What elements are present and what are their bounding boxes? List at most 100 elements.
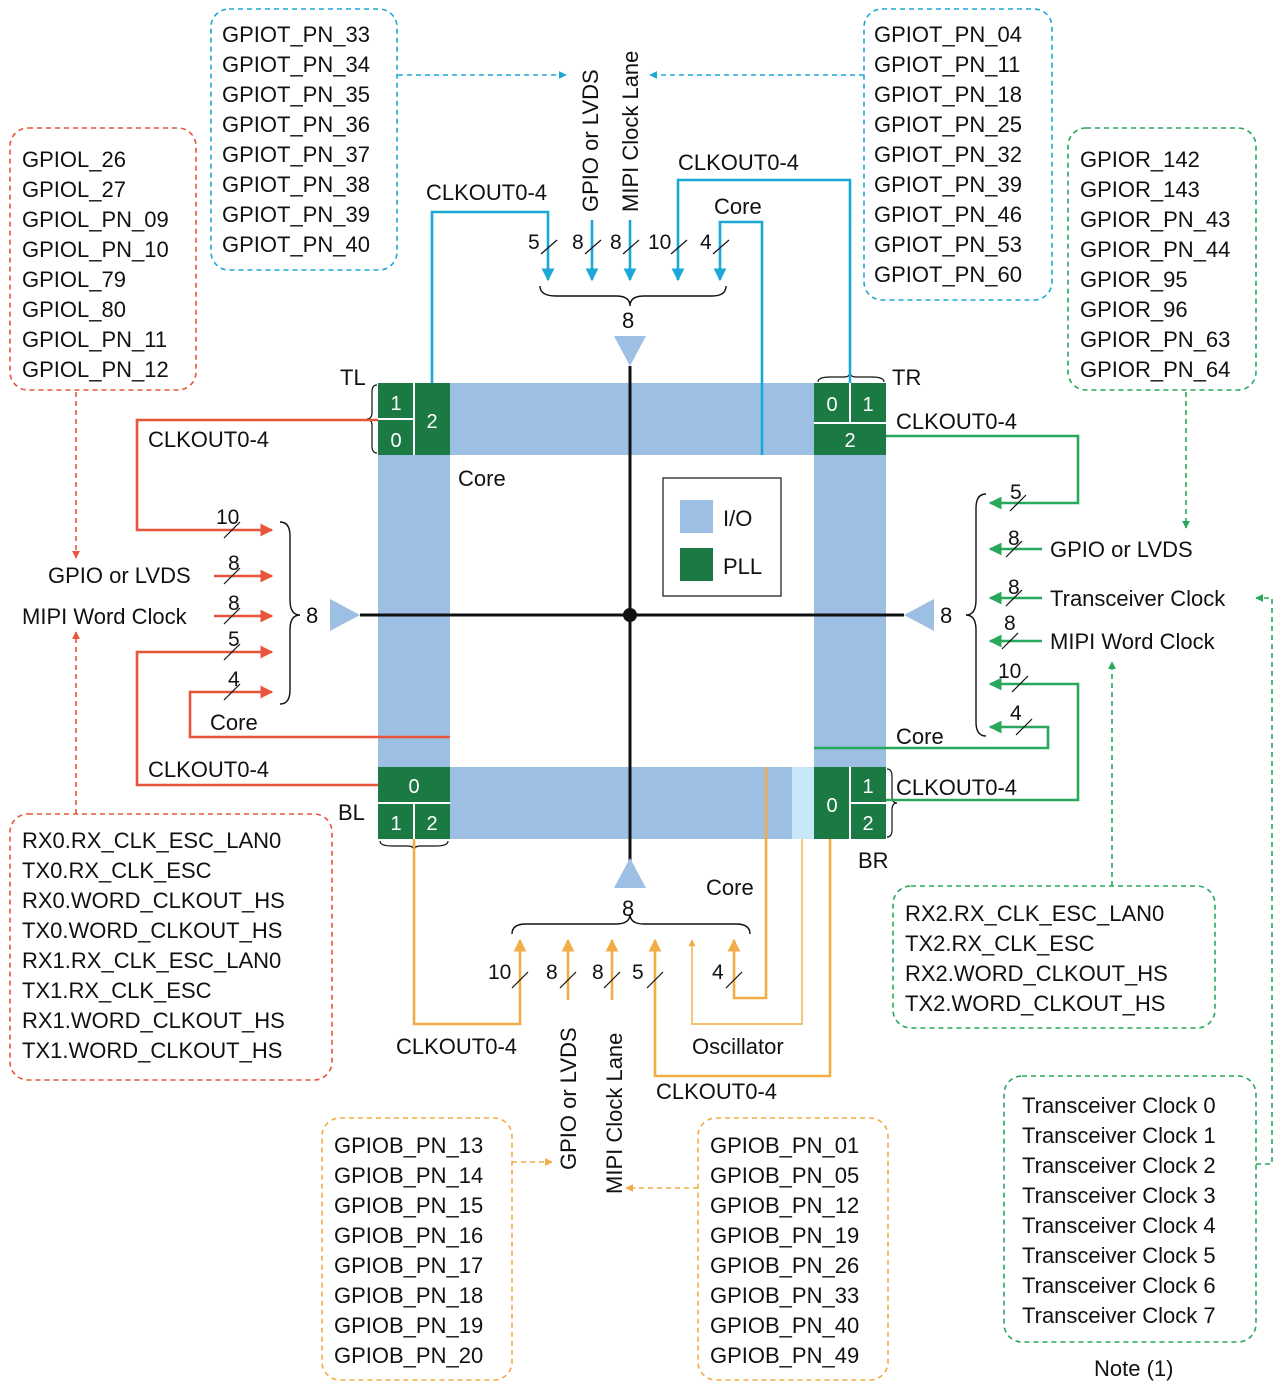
right-mipi-1: TX2.RX_CLK_ESC [905, 931, 1095, 956]
bottom-core-label: Core [706, 875, 754, 900]
right-mipi-3: TX2.WORD_CLKOUT_HS [905, 991, 1165, 1016]
pll-tr-cell-0: 0 [826, 394, 837, 416]
left-width-clkout-b: 5 [228, 628, 240, 651]
top-gpio-label: GPIO or LVDS [578, 69, 603, 212]
top-pin-right-6: GPIOT_PN_46 [874, 202, 1022, 227]
left-pin-6: GPIOL_PN_11 [22, 327, 167, 352]
bottom-pin-left-3: GPIOB_PN_16 [334, 1223, 483, 1248]
bottom-pin-right-4: GPIOB_PN_26 [710, 1253, 859, 1278]
top-pin-right-5: GPIOT_PN_39 [874, 172, 1022, 197]
left-mipi-1: TX0.RX_CLK_ESC [22, 858, 212, 883]
bottom-pin-left-5: GPIOB_PN_18 [334, 1283, 483, 1308]
io-bank-right [814, 383, 886, 839]
bottom-width-mipi: 8 [592, 961, 604, 984]
core-region-label: Core [458, 466, 506, 491]
transceiver-6: Transceiver Clock 6 [1022, 1273, 1216, 1298]
pll-tl: 1 0 2 [378, 383, 450, 455]
top-width-clkout-r: 10 [648, 231, 671, 254]
right-pin-3: GPIOR_PN_44 [1080, 237, 1230, 262]
bottom-width-clkout: 10 [488, 961, 511, 984]
bottom-pin-left-4: GPIOB_PN_17 [334, 1253, 483, 1278]
top-brace [539, 285, 727, 307]
top-width-core: 4 [700, 231, 712, 254]
top-clkout-left-label: CLKOUT0-4 [426, 180, 547, 205]
transceiver-strip [792, 767, 814, 839]
transceiver-4: Transceiver Clock 4 [1022, 1213, 1216, 1238]
right-clkout-bottom-label: CLKOUT0-4 [896, 775, 1017, 800]
right-width-gpio: 8 [1008, 527, 1020, 550]
mux-triangle-bottom [614, 858, 646, 888]
top-width-gpio: 8 [572, 231, 584, 254]
top-pin-box-left: GPIOT_PN_33 GPIOT_PN_34 GPIOT_PN_35 GPIO… [210, 8, 398, 271]
top-pin-left-6: GPIOT_PN_39 [222, 202, 370, 227]
top-pin-right-4: GPIOT_PN_32 [874, 142, 1022, 167]
top-pin-right-7: GPIOT_PN_53 [874, 232, 1022, 257]
right-mux-count: 8 [940, 603, 952, 628]
right-pin-4: GPIOR_95 [1080, 267, 1188, 292]
left-pin-0: GPIOL_26 [22, 147, 126, 172]
bottom-width-clkout-r: 5 [632, 961, 644, 984]
right-pin-7: GPIOR_PN_64 [1080, 357, 1230, 382]
pll-bl-cell-2: 2 [426, 813, 437, 835]
top-pin-left-5: GPIOT_PN_38 [222, 172, 370, 197]
legend-pll-label: PLL [723, 554, 762, 579]
right-pin-6: GPIOR_PN_63 [1080, 327, 1230, 352]
mux-triangle-left [330, 599, 360, 631]
top-pin-right-1: GPIOT_PN_11 [874, 52, 1020, 77]
left-mipi-7: TX1.WORD_CLKOUT_HS [22, 1038, 282, 1063]
bottom-pin-box-right: GPIOB_PN_01 GPIOB_PN_05 GPIOB_PN_12 GPIO… [697, 1117, 889, 1381]
pll-tl-cell-1: 1 [390, 393, 401, 415]
corner-label-tl: TL [340, 365, 366, 390]
transceiver-0: Transceiver Clock 0 [1022, 1093, 1216, 1118]
left-pin-1: GPIOL_27 [22, 177, 126, 202]
bottom-pin-right-3: GPIOB_PN_19 [710, 1223, 859, 1248]
transceiver-3: Transceiver Clock 3 [1022, 1183, 1216, 1208]
bottom-pin-left-6: GPIOB_PN_19 [334, 1313, 483, 1338]
pll-tl-cell-0: 0 [390, 430, 401, 452]
top-clkout-right-label: CLKOUT0-4 [678, 150, 799, 175]
right-width-xcvr: 8 [1008, 576, 1020, 599]
left-pin-box: GPIOL_26 GPIOL_27 GPIOL_PN_09 GPIOL_PN_1… [9, 127, 197, 391]
top-pin-box-right: GPIOT_PN_04 GPIOT_PN_11 GPIOT_PN_18 GPIO… [863, 8, 1053, 301]
pll-bl-cell-1: 1 [390, 813, 401, 835]
left-clkout-top-label: CLKOUT0-4 [148, 427, 269, 452]
left-width-gpio: 8 [228, 552, 240, 575]
right-transceiver-box: Transceiver Clock 0 Transceiver Clock 1 … [1003, 1075, 1257, 1343]
mux-triangle-top [614, 336, 646, 366]
top-mux-count: 8 [622, 308, 634, 333]
mux-triangle-right [904, 599, 934, 631]
bottom-pin-right-2: GPIOB_PN_12 [710, 1193, 859, 1218]
right-width-core: 4 [1010, 702, 1022, 725]
left-brace [279, 521, 301, 705]
left-mipi-label: MIPI Word Clock [22, 604, 188, 629]
corner-label-bl: BL [338, 800, 365, 825]
legend: I/O PLL [662, 477, 782, 597]
left-pin-7: GPIOL_PN_12 [22, 357, 169, 382]
bottom-mux-count: 8 [622, 896, 634, 921]
right-width-mipi: 8 [1004, 612, 1016, 635]
legend-io-swatch [680, 500, 713, 533]
right-mipi-box: RX2.RX_CLK_ESC_LAN0 TX2.RX_CLK_ESC RX2.W… [892, 885, 1216, 1029]
right-mipi-2: RX2.WORD_CLKOUT_HS [905, 961, 1168, 986]
top-pin-right-8: GPIOT_PN_60 [874, 262, 1022, 287]
left-mipi-5: TX1.RX_CLK_ESC [22, 978, 212, 1003]
right-pin-2: GPIOR_PN_43 [1080, 207, 1230, 232]
left-pin-4: GPIOL_79 [22, 267, 126, 292]
top-pin-right-3: GPIOT_PN_25 [874, 112, 1022, 137]
left-pin-2: GPIOL_PN_09 [22, 207, 169, 232]
right-brace [965, 493, 987, 737]
pll-tr: 0 1 2 [814, 383, 886, 455]
transceiver-1: Transceiver Clock 1 [1022, 1123, 1216, 1148]
note-label: Note (1) [1094, 1356, 1173, 1381]
bottom-width-gpio: 8 [546, 961, 558, 984]
left-mipi-3: TX0.WORD_CLKOUT_HS [22, 918, 282, 943]
right-pin-1: GPIOR_143 [1080, 177, 1200, 202]
bottom-pin-left-2: GPIOB_PN_15 [334, 1193, 483, 1218]
top-width-mipi: 8 [610, 231, 622, 254]
left-core-label: Core [210, 710, 258, 735]
left-mipi-4: RX1.RX_CLK_ESC_LAN0 [22, 948, 281, 973]
right-xcvr-label: Transceiver Clock [1050, 586, 1226, 611]
bottom-oscillator-label: Oscillator [692, 1034, 784, 1059]
right-pin-0: GPIOR_142 [1080, 147, 1200, 172]
right-clkout-top-label: CLKOUT0-4 [896, 409, 1017, 434]
